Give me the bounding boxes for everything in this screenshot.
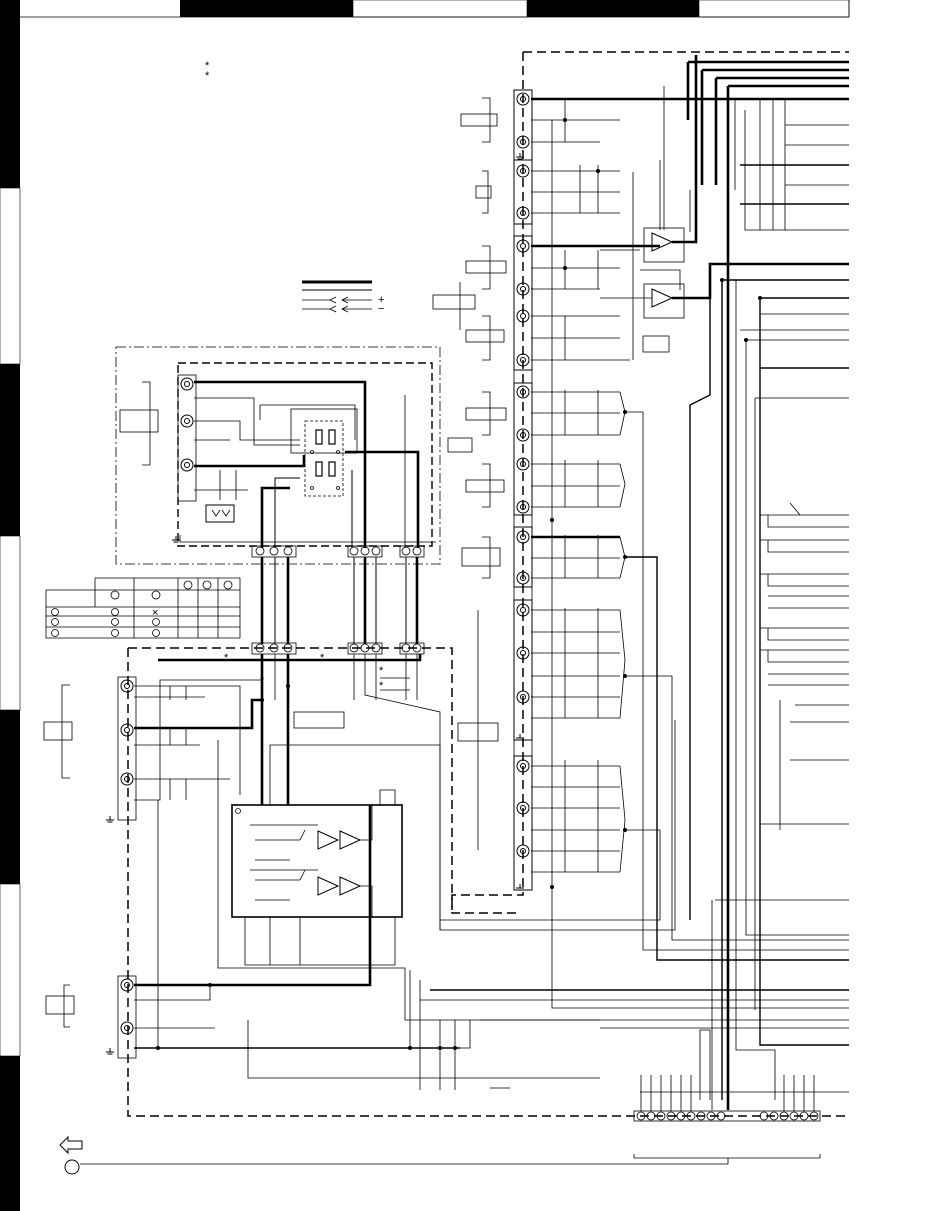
header-tab-4 (698, 0, 850, 18)
relay-icon (328, 429, 336, 445)
lower-left-wiring (134, 654, 676, 1049)
ground-icon (105, 1047, 115, 1055)
top-bus-lines (663, 60, 849, 1110)
op-amp-icon (339, 876, 361, 896)
inline-mark-5: * (379, 680, 384, 692)
main-label-boxes (432, 97, 507, 850)
jack-icon (180, 458, 194, 472)
relay-icon (328, 461, 336, 477)
ic-block (217, 740, 600, 1021)
right-signal-lines (419, 279, 849, 1110)
note-mark-2: * (205, 70, 210, 82)
lower-jack-panel-2 (117, 975, 137, 1059)
header-tab-2 (352, 0, 528, 18)
channel-wiring (440, 97, 849, 1009)
header-tab-1 (180, 0, 353, 17)
ground-icon (171, 535, 181, 543)
table-mark-x: × (152, 607, 158, 619)
jack-icon (180, 377, 194, 391)
jack-icon (180, 414, 194, 428)
opamp-cluster (600, 55, 849, 353)
op-amp-icon (651, 288, 673, 308)
module-outline (115, 346, 441, 565)
lower-label-box-3 (293, 711, 345, 729)
relay-block (290, 408, 358, 497)
module-label-box (119, 409, 159, 433)
bottom-connector (80, 1075, 821, 1165)
op-amp-icon (339, 830, 361, 850)
header-tab-3 (527, 0, 699, 17)
op-amp-icon (651, 232, 673, 252)
inline-mark-4: * (379, 665, 384, 677)
main-jack-column (513, 89, 533, 891)
module-jack-panel (177, 374, 197, 502)
relay-icon (315, 461, 323, 477)
module-wiring (179, 380, 436, 543)
lower-signal-lines (247, 970, 849, 1090)
note-marks: * * (205, 60, 210, 82)
interconnect-bus (260, 557, 419, 644)
inline-mark-1: * (224, 652, 229, 664)
module-connectors (251, 545, 425, 558)
legend-sign-minus: − (378, 303, 384, 315)
truth-table (45, 577, 241, 639)
right-input-boxes (760, 502, 849, 830)
ground-icon (105, 815, 115, 823)
inline-mark-2: * (320, 652, 325, 664)
bottom-board-outline (127, 647, 849, 1117)
relay-icon (315, 429, 323, 445)
junctions (156, 118, 762, 1050)
op-amp-icon (317, 876, 339, 896)
legend-sign-plus: + (378, 294, 384, 306)
op-amp-icon (317, 830, 339, 850)
header-tabs (20, 0, 850, 18)
lower-label-box-2 (45, 995, 75, 1015)
offpage-arrow-icon (59, 1135, 83, 1175)
lower-label-box-1 (43, 721, 73, 741)
left-edge-bar (0, 0, 21, 1211)
line-legend (302, 280, 372, 313)
bottom-connectors (251, 642, 425, 655)
main-board-outline (451, 51, 849, 910)
module-bus (260, 395, 420, 548)
lower-jack-panel-1 (117, 676, 137, 821)
note-mark-1: * (205, 60, 210, 72)
